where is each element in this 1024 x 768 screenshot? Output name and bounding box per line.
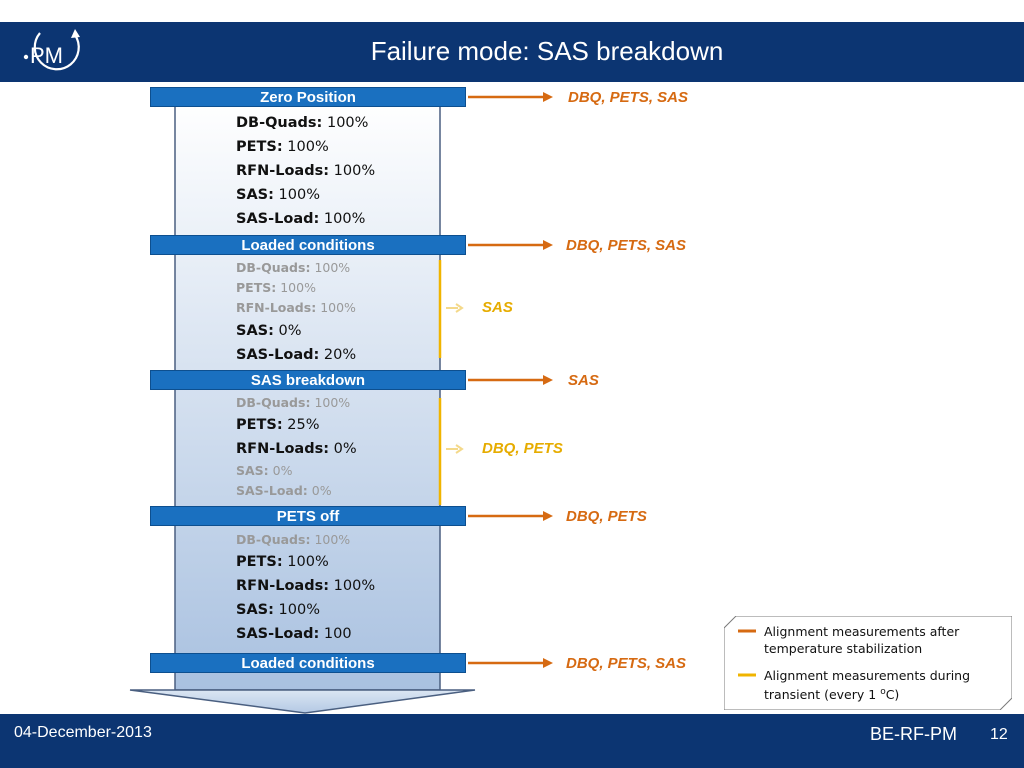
- page-title: Failure mode: SAS breakdown: [370, 36, 724, 66]
- flow-column: [174, 99, 441, 691]
- pm-logo: PM: [23, 29, 80, 71]
- stage-sas-breakdown: SAS breakdown: [150, 370, 466, 390]
- stage-loaded-conditions-final: Loaded conditions: [150, 653, 466, 673]
- footer-org: BE-RF-PM: [870, 724, 957, 744]
- status-line: SAS-Load: 100%: [236, 211, 366, 227]
- status-line: SAS: 100%: [236, 187, 320, 203]
- measurement-label: DBQ, PETS, SAS: [566, 237, 687, 254]
- status-line: SAS: 0%: [236, 323, 302, 339]
- status-line: RFN-Loads: 100%: [236, 578, 376, 594]
- status-line: DB-Quads: 100%: [236, 115, 369, 131]
- logo-text: PM: [30, 43, 63, 68]
- status-line-dim: DB-Quads: 100%: [236, 395, 351, 410]
- legend: Alignment measurements after temperature…: [724, 616, 1012, 710]
- status-line-dim: DB-Quads: 100%: [236, 532, 351, 547]
- status-line: PETS: 100%: [236, 139, 329, 155]
- transient-label: DBQ, PETS: [482, 440, 563, 457]
- orange-arrows: [468, 92, 553, 668]
- transient-label: SAS: [482, 299, 513, 316]
- footer: 04-December-2013 BE-RF-PM 12: [0, 714, 1024, 768]
- page-number: 12: [990, 726, 1008, 743]
- measurement-label: DBQ, PETS, SAS: [568, 89, 689, 106]
- status-line: PETS: 100%: [236, 554, 329, 570]
- stage-loaded-conditions: Loaded conditions: [150, 235, 466, 255]
- status-line: SAS-Load: 100: [236, 626, 352, 642]
- status-line-dim: SAS: 0%: [236, 463, 293, 478]
- status-line-dim: SAS-Load: 0%: [236, 483, 332, 498]
- measurement-label: SAS: [568, 372, 599, 389]
- stage-zero-position: Zero Position: [150, 87, 466, 107]
- status-line: SAS: 100%: [236, 602, 320, 618]
- status-line: PETS: 25%: [236, 417, 320, 433]
- flow-arrow-head: [129, 689, 476, 714]
- status-line: RFN-Loads: 100%: [236, 163, 376, 179]
- measurement-label: DBQ, PETS: [566, 508, 647, 525]
- yellow-transients: [438, 260, 464, 505]
- legend-frame: [724, 616, 1012, 710]
- status-line-dim: PETS: 100%: [236, 280, 316, 295]
- header: PM Failure mode: SAS breakdown: [0, 0, 1024, 82]
- measurement-label: DBQ, PETS, SAS: [566, 655, 687, 672]
- legend-yellow-text: Alignment measurements during transient …: [764, 668, 971, 703]
- legend-orange-text: Alignment measurements after temperature…: [764, 624, 960, 656]
- stage-pets-off: PETS off: [150, 506, 466, 526]
- status-line-dim: DB-Quads: 100%: [236, 260, 351, 275]
- footer-date: 04-December-2013: [14, 724, 152, 741]
- status-line: RFN-Loads: 0%: [236, 441, 357, 457]
- status-line: SAS-Load: 20%: [236, 347, 357, 363]
- status-line-dim: RFN-Loads: 100%: [236, 300, 356, 315]
- header-bar: [0, 22, 1024, 82]
